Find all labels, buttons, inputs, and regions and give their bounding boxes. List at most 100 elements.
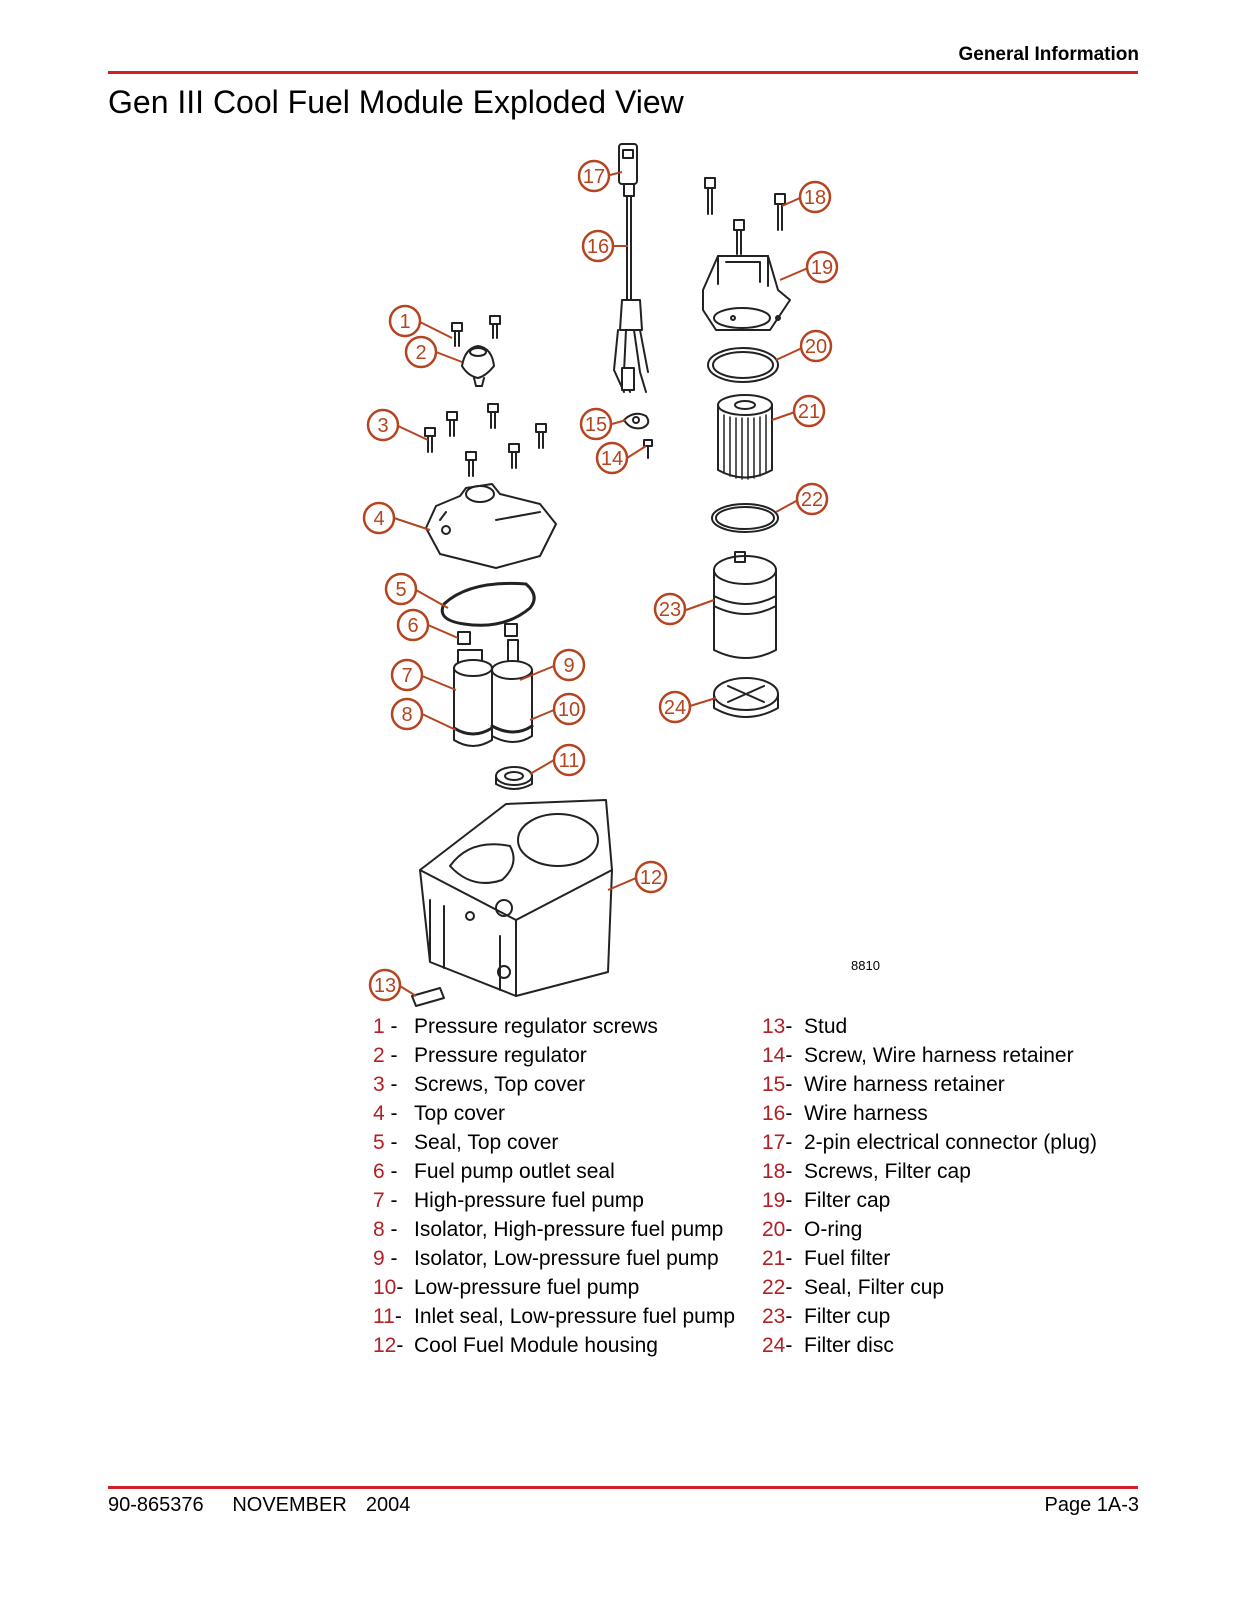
callout-circle-22	[795, 482, 829, 516]
header-rule	[108, 71, 1138, 74]
legend-number: 24	[762, 1334, 786, 1357]
legend-text: Screws, Top cover	[414, 1073, 586, 1096]
top-cover-seal-part	[440, 581, 536, 627]
legend-number: 19	[762, 1189, 786, 1212]
legend-number: 18	[762, 1160, 786, 1183]
callout-circle-18	[798, 180, 832, 214]
callout-3: 3	[377, 415, 388, 437]
legend-number: 1	[373, 1015, 385, 1038]
pressure-regulator-part	[461, 345, 495, 387]
legend-dash: -	[390, 1073, 398, 1096]
filter-disc-part	[713, 677, 779, 718]
callout-13: 13	[374, 975, 396, 997]
legend-number: 16	[762, 1102, 786, 1125]
legend-item: 12-Cool Fuel Module housing	[373, 1331, 743, 1360]
callout-circle-8	[390, 697, 424, 731]
legend-text: Isolator, High-pressure fuel pump	[414, 1218, 724, 1241]
legend-text: Screws, Filter cap	[804, 1160, 971, 1183]
legend-item: 7 -High-pressure fuel pump	[373, 1186, 743, 1215]
callout-8: 8	[401, 704, 412, 726]
callout-circle-19	[805, 250, 839, 284]
callout-circle-10	[552, 692, 586, 726]
callout-circle-24	[658, 690, 692, 724]
legend-number: 11	[373, 1305, 395, 1328]
legend-text: Wire harness retainer	[804, 1073, 1005, 1096]
filter-cup-part	[713, 551, 777, 659]
callout-circle-11	[552, 743, 586, 777]
callout-11: 11	[559, 750, 580, 772]
callout-circle-16	[581, 229, 615, 263]
legend-text: Low-pressure fuel pump	[414, 1276, 640, 1299]
legend-item: 18-Screws, Filter cap	[762, 1157, 1152, 1186]
legend-text: Fuel filter	[804, 1247, 891, 1270]
legend-dash: -	[785, 1305, 793, 1328]
low-pressure-pump-part	[490, 639, 534, 743]
callout-circle-7	[390, 658, 424, 692]
callout-21: 21	[798, 401, 820, 423]
legend-dash: -	[390, 1247, 398, 1270]
legend-text: Isolator, Low-pressure fuel pump	[414, 1247, 719, 1270]
legend-text: Pressure regulator	[414, 1044, 587, 1067]
legend-item: 23-Filter cup	[762, 1302, 1152, 1331]
callout-circle-12	[634, 860, 668, 894]
legend-text: Seal, Top cover	[414, 1131, 559, 1154]
callout-22: 22	[801, 489, 823, 511]
legend-number: 21	[762, 1247, 786, 1270]
legend-item: 20-O-ring	[762, 1215, 1152, 1244]
callout-circle-17	[577, 159, 611, 193]
callout-7: 7	[401, 665, 412, 687]
legend-dash: -	[390, 1189, 398, 1212]
legend-dash: -	[785, 1334, 793, 1357]
top-cover-screws-part	[424, 403, 547, 477]
top-cover-part	[425, 483, 557, 569]
legend-dash: -	[396, 1276, 404, 1299]
legend-number: 3	[373, 1073, 385, 1096]
legend-item: 24-Filter disc	[762, 1331, 1152, 1360]
inlet-seal-part	[495, 766, 533, 790]
legend-dash: -	[390, 1102, 398, 1125]
legend-item: 2 -Pressure regulator	[373, 1041, 743, 1070]
retainer-screw-part	[643, 439, 653, 459]
legend-text: Pressure regulator screws	[414, 1015, 658, 1038]
legend-item: 4 -Top cover	[373, 1099, 743, 1128]
callout-circle-14	[595, 441, 629, 475]
legend-text: Filter cup	[804, 1305, 891, 1328]
callout-17: 17	[583, 166, 605, 188]
legend-number: 9	[373, 1247, 385, 1270]
footer-page-number: Page 1A-3	[1044, 1494, 1139, 1516]
legend-text: Cool Fuel Module housing	[414, 1334, 658, 1357]
legend-item: 15-Wire harness retainer	[762, 1070, 1152, 1099]
callout-4: 4	[373, 508, 384, 530]
pressure-regulator-screws-part	[451, 315, 501, 347]
electrical-connector-part	[618, 143, 638, 197]
legend-item: 19-Filter cap	[762, 1186, 1152, 1215]
callout-1: 1	[399, 311, 410, 333]
legend-dash: -	[785, 1218, 793, 1241]
legend-dash: -	[785, 1189, 793, 1212]
callout-circle-21	[792, 394, 826, 428]
legend-text: High-pressure fuel pump	[414, 1189, 644, 1212]
filter-cap-part	[702, 255, 791, 331]
legend-number: 6	[373, 1160, 385, 1183]
callout-20: 20	[805, 336, 827, 358]
callout-15: 15	[585, 414, 607, 436]
filter-cup-seal-part	[711, 503, 779, 533]
callout-circle-2	[404, 335, 438, 369]
legend-item: 6 -Fuel pump outlet seal	[373, 1157, 743, 1186]
legend-item: 21-Fuel filter	[762, 1244, 1152, 1273]
legend-item: 5 -Seal, Top cover	[373, 1128, 743, 1157]
callout-2: 2	[415, 342, 426, 364]
callout-9: 9	[563, 655, 574, 677]
callout-23: 23	[659, 599, 681, 621]
legend-text: Wire harness	[804, 1102, 928, 1125]
callout-circle-4	[362, 501, 396, 535]
legend-dash: -	[390, 1044, 398, 1067]
callout-circle-15	[579, 407, 613, 441]
legend-number: 8	[373, 1218, 385, 1241]
legend-item: 11-Inlet seal, Low-pressure fuel pump	[373, 1302, 743, 1331]
legend-number: 7	[373, 1189, 385, 1212]
legend-text: Stud	[804, 1015, 848, 1038]
legend-number: 4	[373, 1102, 385, 1125]
callout-24: 24	[664, 697, 686, 719]
header-section: General Information	[958, 44, 1139, 65]
